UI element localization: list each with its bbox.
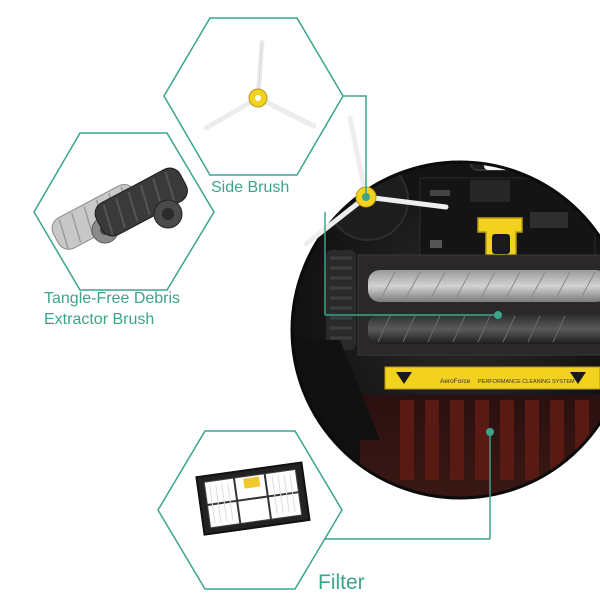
filter-label: Filter [318, 571, 365, 594]
robot-vacuum-underside: AeroForce PERFORMANCE CLEANING SYSTEM [290, 160, 600, 500]
roller-front [368, 270, 600, 302]
extractor-brush-label-line2: Extractor Brush [44, 311, 155, 328]
filter-icon [195, 461, 311, 536]
mounted-side-brush [303, 115, 449, 247]
callout-dot-bin [486, 428, 494, 436]
extractor-brushes-icon [51, 167, 188, 250]
system-text: PERFORMANCE CLEANING SYSTEM [478, 379, 575, 385]
extractor-brush-label: Tangle-Free Debris Extractor Brush [44, 288, 180, 330]
roller-rear [368, 314, 600, 344]
callout-lines [295, 95, 498, 540]
side-brush-icon [203, 39, 317, 131]
extractor-brush-label-line1: Tangle-Free Debris [44, 290, 181, 307]
bin-release-bar [384, 366, 600, 390]
callout-dot-roller [494, 311, 502, 319]
aeroforce-text: AeroForce [440, 378, 471, 385]
side-brush-label: Side Brush [211, 179, 290, 196]
